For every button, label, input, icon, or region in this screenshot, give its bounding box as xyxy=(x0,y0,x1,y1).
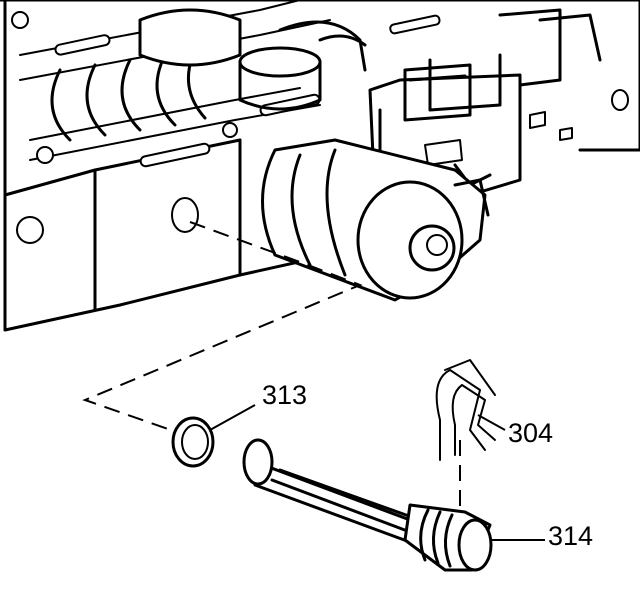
solenoid xyxy=(261,138,490,302)
pin-314 xyxy=(242,438,493,572)
callout-304: 304 xyxy=(508,418,553,448)
valve-body xyxy=(0,0,640,332)
callout-313: 313 xyxy=(262,380,307,410)
alignment-lines xyxy=(82,221,461,510)
o-ring-313 xyxy=(171,416,215,468)
callout-leaders xyxy=(209,404,545,541)
retaining-clip-304 xyxy=(435,359,496,461)
callout-314: 314 xyxy=(548,521,593,551)
